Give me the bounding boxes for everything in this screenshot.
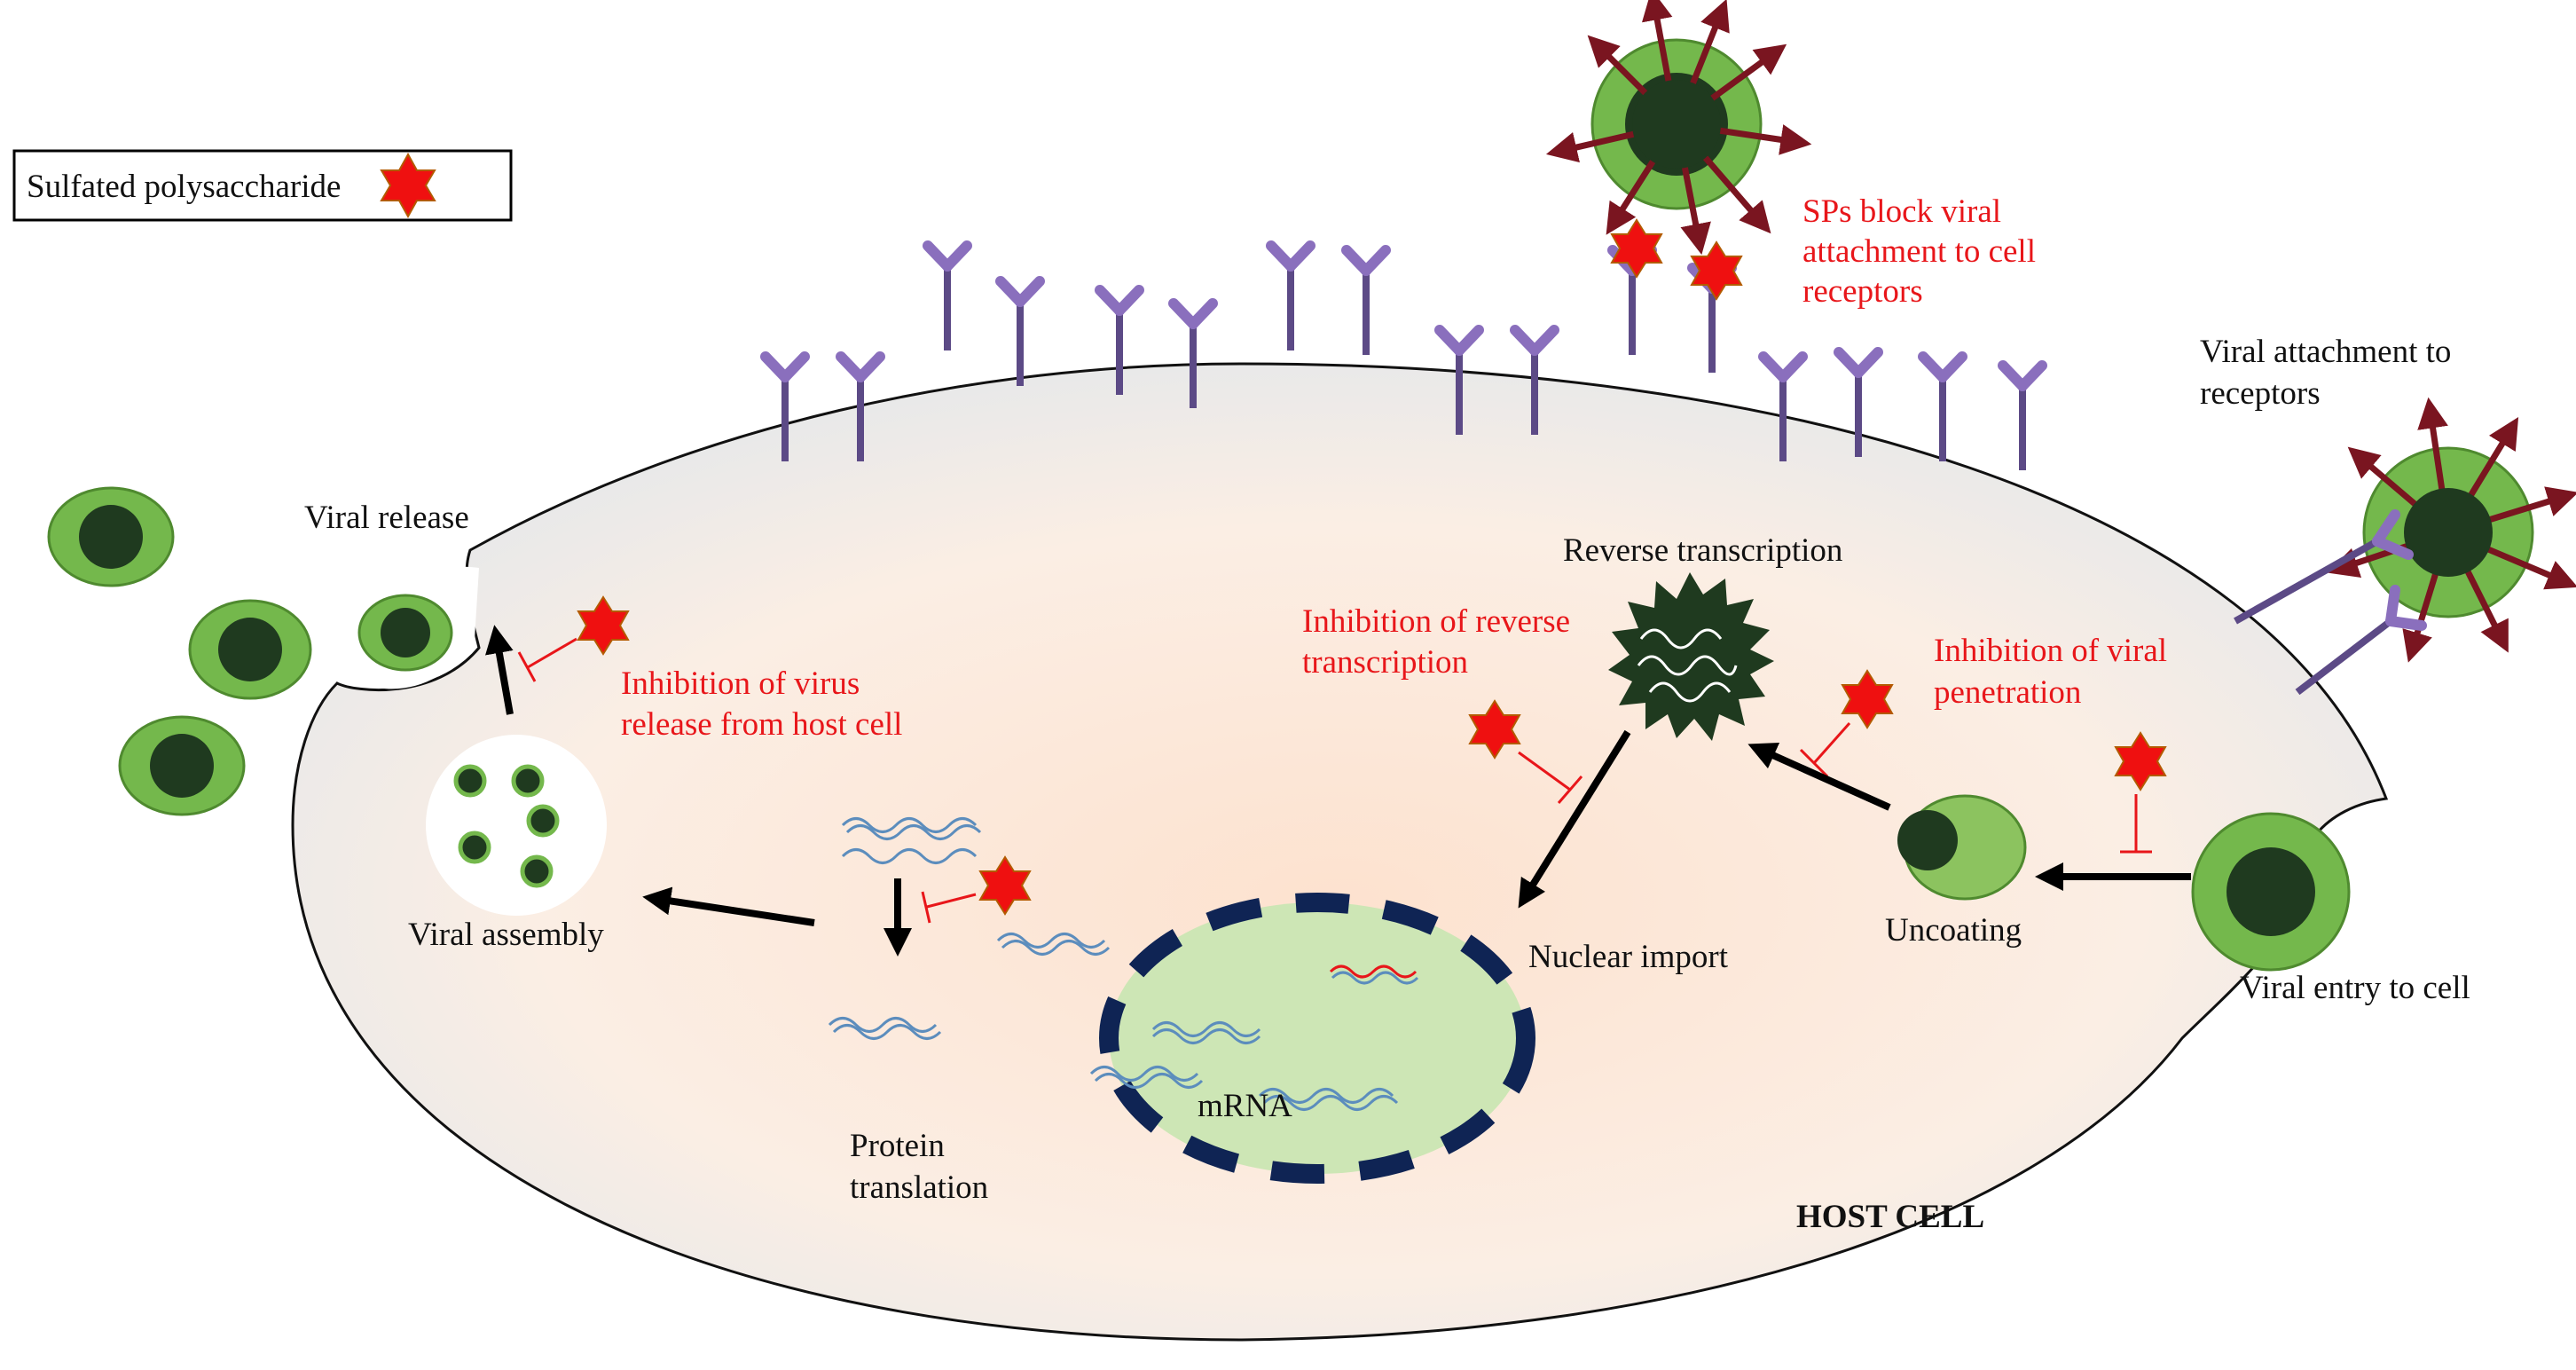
nucleus xyxy=(1089,893,1535,1184)
inhibition-release-label: Inhibition of virus release from host ce… xyxy=(621,665,902,743)
arrow-assembly-to-release xyxy=(485,625,514,715)
host-cell-label: HOST CELL xyxy=(1796,1199,1984,1235)
inhibitor-translation xyxy=(921,891,977,924)
viral-assembly-label: Viral assembly xyxy=(408,917,604,953)
attaching-receptors xyxy=(2234,509,2427,696)
inhibition-rt-label: Inhibition of reverse transcription xyxy=(1302,603,1578,681)
inhibitor-entry xyxy=(2120,794,2152,854)
virus-entering xyxy=(2191,812,2351,972)
sp-star-block-1 xyxy=(1610,218,1663,279)
sp-star-penetration xyxy=(1841,669,1894,729)
released-virus-3 xyxy=(188,599,312,700)
sp-star-translation xyxy=(978,855,1032,916)
translation-strands xyxy=(828,817,982,1040)
released-virus-2 xyxy=(47,486,175,587)
virus-attaching-right xyxy=(2327,397,2576,663)
legend: Sulfated polysaccharide xyxy=(12,149,513,222)
viral-assembly-vesicle xyxy=(426,735,607,916)
uncoating-label: Uncoating xyxy=(1885,912,2022,949)
red-star-icon xyxy=(380,152,436,219)
sps-block-label: SPs block viral attachment to cell recep… xyxy=(1802,193,2044,310)
sp-star-release xyxy=(577,595,630,656)
released-virus-1 xyxy=(357,594,453,672)
mrna-strand-exit-2 xyxy=(1001,940,1111,956)
reverse-transcription-label: Reverse transcription xyxy=(1563,532,1842,569)
protein-translation-label: Protein translation xyxy=(850,1128,988,1206)
inhibition-penetration-label: Inhibition of viral penetration xyxy=(1934,633,2175,711)
inhibitor-rt xyxy=(1518,751,1583,804)
inhibitor-release xyxy=(517,637,577,682)
reverse-transcription-capsid xyxy=(1608,572,1774,741)
sp-star-rt xyxy=(1468,699,1521,760)
arrow-to-assembly xyxy=(642,886,815,926)
virus-attached-top xyxy=(1545,0,1812,256)
sp-star-block-2 xyxy=(1690,240,1743,301)
viral-release-label: Viral release xyxy=(304,500,469,536)
uncoating-virus xyxy=(1897,794,2027,901)
legend-label: Sulfated polysaccharide xyxy=(27,169,341,205)
sp-star-entry xyxy=(2114,731,2167,791)
arrow-uncoating-to-rt xyxy=(1747,742,1891,811)
inhibitor-penetration xyxy=(1799,722,1851,778)
viral-attachment-label: Viral attachment to receptors xyxy=(2200,334,2460,412)
mrna-label: mRNA xyxy=(1198,1088,1292,1124)
viral-entry-label: Viral entry to cell xyxy=(2240,970,2470,1006)
nuclear-import-label: Nuclear import xyxy=(1528,939,1729,975)
mrna-strand-exit xyxy=(996,933,1106,949)
released-virus-4 xyxy=(118,715,246,816)
host-cell-membrane xyxy=(291,362,2389,1342)
arrow-rt-to-nucleus xyxy=(1518,729,1631,909)
